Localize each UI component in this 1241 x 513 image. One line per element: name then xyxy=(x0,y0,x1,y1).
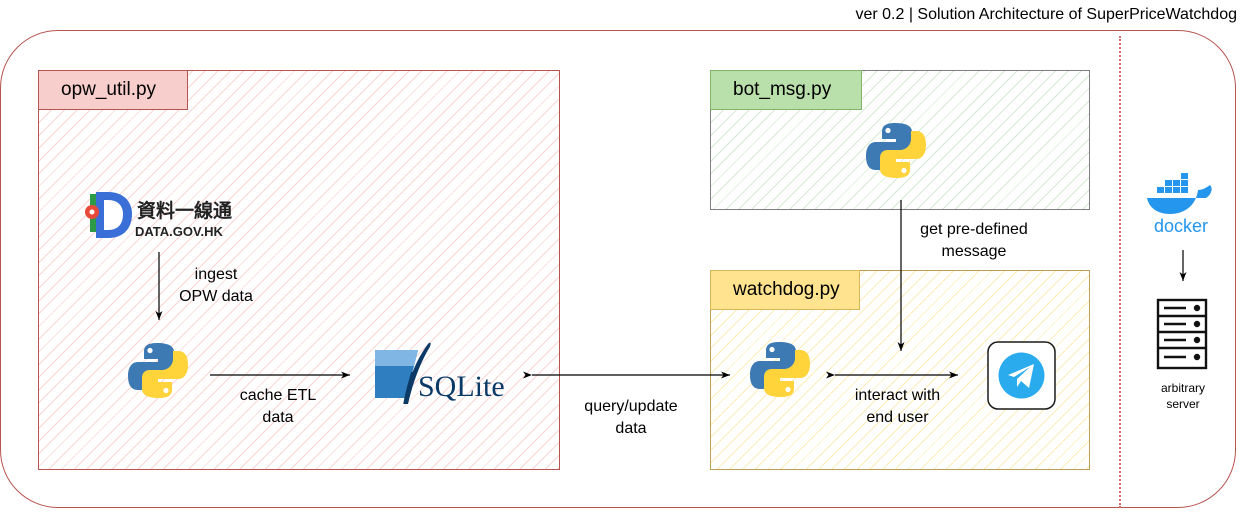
cache-label-line2: data xyxy=(262,409,294,426)
getmsg-label-line2: message xyxy=(941,243,1007,260)
query-update-label: query/update data xyxy=(566,396,696,440)
ingest-label-line1: ingest xyxy=(194,266,238,283)
ingest-label-line2: OPW data xyxy=(179,288,253,305)
query-label-line1: query/update xyxy=(584,398,678,415)
get-message-label: get pre-defined message xyxy=(899,219,1049,263)
datagov-english-text: DATA.GOV.HK xyxy=(135,224,223,239)
bot-msg-label: bot_msg.py xyxy=(710,70,862,110)
python-icon xyxy=(750,342,810,397)
sqlite-wordmark: SQLite xyxy=(418,370,505,403)
datagov-logo-icon xyxy=(85,192,132,238)
query-label-line2: data xyxy=(615,420,647,437)
server-label-line2: server xyxy=(1166,397,1200,411)
server-label-line1: arbitrary xyxy=(1160,381,1205,395)
watchdog-label: watchdog.py xyxy=(710,270,860,310)
docker-wordmark: docker xyxy=(1154,216,1208,236)
ingest-label: ingest OPW data xyxy=(166,264,266,308)
getmsg-label-line1: get pre-defined xyxy=(920,221,1028,238)
diagram-title: ver 0.2 | Solution Architecture of Super… xyxy=(855,6,1237,23)
sqlite-feather-icon xyxy=(375,342,431,405)
opw-util-label: opw_util.py xyxy=(38,70,188,110)
python-icon xyxy=(866,123,926,178)
datagov-chinese-text: 資料一線通 xyxy=(137,199,233,222)
cache-label-line1: cache ETL xyxy=(239,387,317,404)
interact-label: interact with end user xyxy=(840,385,955,429)
server-rack-icon xyxy=(1156,298,1208,370)
deployment-divider xyxy=(1119,36,1121,508)
python-icon xyxy=(128,343,188,398)
docker-whale-icon xyxy=(1147,173,1212,214)
interact-label-line1: interact with xyxy=(854,387,941,404)
interact-label-line2: end user xyxy=(866,409,929,426)
opw-util-panel xyxy=(38,70,560,470)
cache-label: cache ETL data xyxy=(228,385,328,429)
telegram-icon xyxy=(987,341,1056,410)
server-label: arbitrary server xyxy=(1143,380,1223,412)
system-boundary xyxy=(0,30,1236,508)
